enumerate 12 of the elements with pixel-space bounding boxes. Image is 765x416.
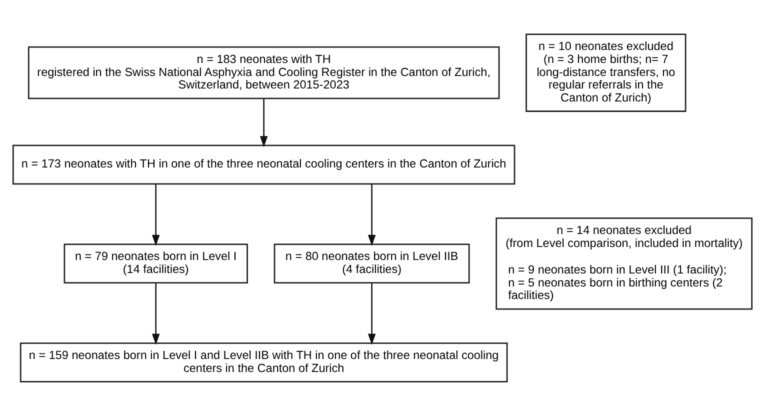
node-box: n = 80 neonates born in Level IIB (4 facilities) (274, 244, 470, 284)
node-box: n = 183 neonates with TH registered in the Swiss National Asphyxia and Cooling Register in the Canton of Zurich, Switzerland, between 2015-2023 (28, 46, 500, 100)
node-box: n = 159 neonates born in Level I and Level IIB with TH in one of the three neonatal cooling centers in the Canton of Zurich (20, 342, 508, 382)
arrow (152, 283, 160, 345)
node-box: n = 79 neonates born in Level I (14 facilities) (64, 244, 248, 284)
arrow (368, 184, 376, 246)
arrow (152, 184, 160, 246)
node-box: n = 173 neonates with TH in one of the three neonatal cooling centers in the Canton of Zurich (12, 144, 516, 185)
node-box: n = 10 neonates excluded (n = 3 home births; n= 7 long-distance transfers, no regular referrals in the Canton of Zurich) (526, 34, 686, 112)
node-box: n = 14 neonates excluded (from Level comparison, included in mortality) n = 9 neonates born in Level III (1 facility); n = 5 neonates born in birthing centers (2 facilities) (496, 217, 753, 310)
arrow (368, 283, 376, 345)
arrow (260, 98, 268, 148)
